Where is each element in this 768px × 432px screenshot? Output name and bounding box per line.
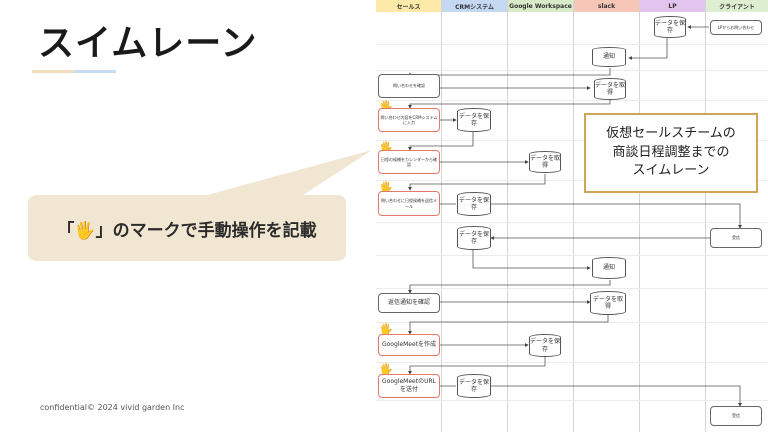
client-receive-2: 受信 [710,406,762,426]
caption-line-3: スイムレーン [632,163,710,179]
slack-notify-1: 通知 [592,47,626,67]
sales-send-meet-url: GoogleMeetのURLを送付 [378,374,440,398]
lane-google-workspace: Google Workspace [508,0,574,432]
slide-title: スイムレーン [38,23,258,64]
lane-lp: LP [640,0,706,432]
sales-reply-mail: 問い合わせに日程候補を返信メール [378,191,440,216]
grid-line [376,140,768,141]
grid-line [376,222,768,223]
sales-check-inquiry: 問い合わせを確認 [378,74,440,98]
hand-icon: 🖐 [379,100,393,113]
sales-register-crm: 問い合わせ内容をCRMシステムに入力 [378,108,440,132]
lane-header-sales: セールス [376,0,441,12]
crm-save-2: データを保存 [457,192,491,216]
sales-check-calendar: 日程の候補をカレンダーから確認 [378,150,440,174]
grid-line [376,362,768,363]
grid-line [376,100,768,101]
sales-create-meet: GoogleMeetを作成 [378,334,440,356]
hand-icon: 🖐 [379,323,393,336]
grid-line [376,288,768,289]
lane-header-lp: LP [640,0,705,12]
gws-fetch-data: データを取得 [529,151,561,173]
crm-save-1: データを保存 [457,108,491,132]
caption-line-2: 商談日程調整までの [612,144,730,160]
lane-header-client: クライアント [706,0,768,12]
lane-client: クライアント [706,0,768,432]
slack-fetch-2: データを取得 [590,291,626,315]
lane-sales: セールス [376,0,442,432]
crm-save-4: データを保存 [457,374,491,398]
diagram-caption: 仮想セールスチームの 商談日程調整までの スイムレーン [584,113,758,193]
lp-save-data: データを保存 [654,16,686,38]
hand-icon: 🖐 [379,141,393,154]
grid-line [376,44,768,45]
hand-icon: 🖐 [379,181,393,194]
grid-line [376,180,768,181]
swimlane-diagram: セールス CRMシステム Google Workspace slack LP ク… [376,0,768,432]
grid-line [376,322,768,323]
callout-box: 「🖐」のマークで手動操作を記載 [28,195,346,261]
client-inquiry: LPからお問い合わせ [710,20,762,35]
footer-copyright: confidential© 2024 vivid garden Inc [40,403,185,412]
hand-icon: 🖐 [379,363,393,376]
grid-line [376,70,768,71]
gws-save-data: データを保存 [529,334,561,357]
crm-save-3: データを保存 [457,226,491,250]
grid-line [376,400,768,401]
lane-slack: slack [574,0,640,432]
lane-header-google-workspace: Google Workspace [508,0,573,12]
client-receive: 受信 [710,228,762,248]
slack-fetch-1: データを取得 [594,78,626,100]
slack-notify-2: 通知 [592,257,626,279]
sales-check-reply: 返信通知を確認 [378,293,440,313]
caption-line-1: 仮想セールスチームの [606,125,736,141]
grid-line [376,255,768,256]
lane-header-crm: CRMシステム [442,0,507,12]
title-underline [32,70,116,73]
lane-header-slack: slack [574,0,639,12]
lane-crm: CRMシステム [442,0,508,432]
